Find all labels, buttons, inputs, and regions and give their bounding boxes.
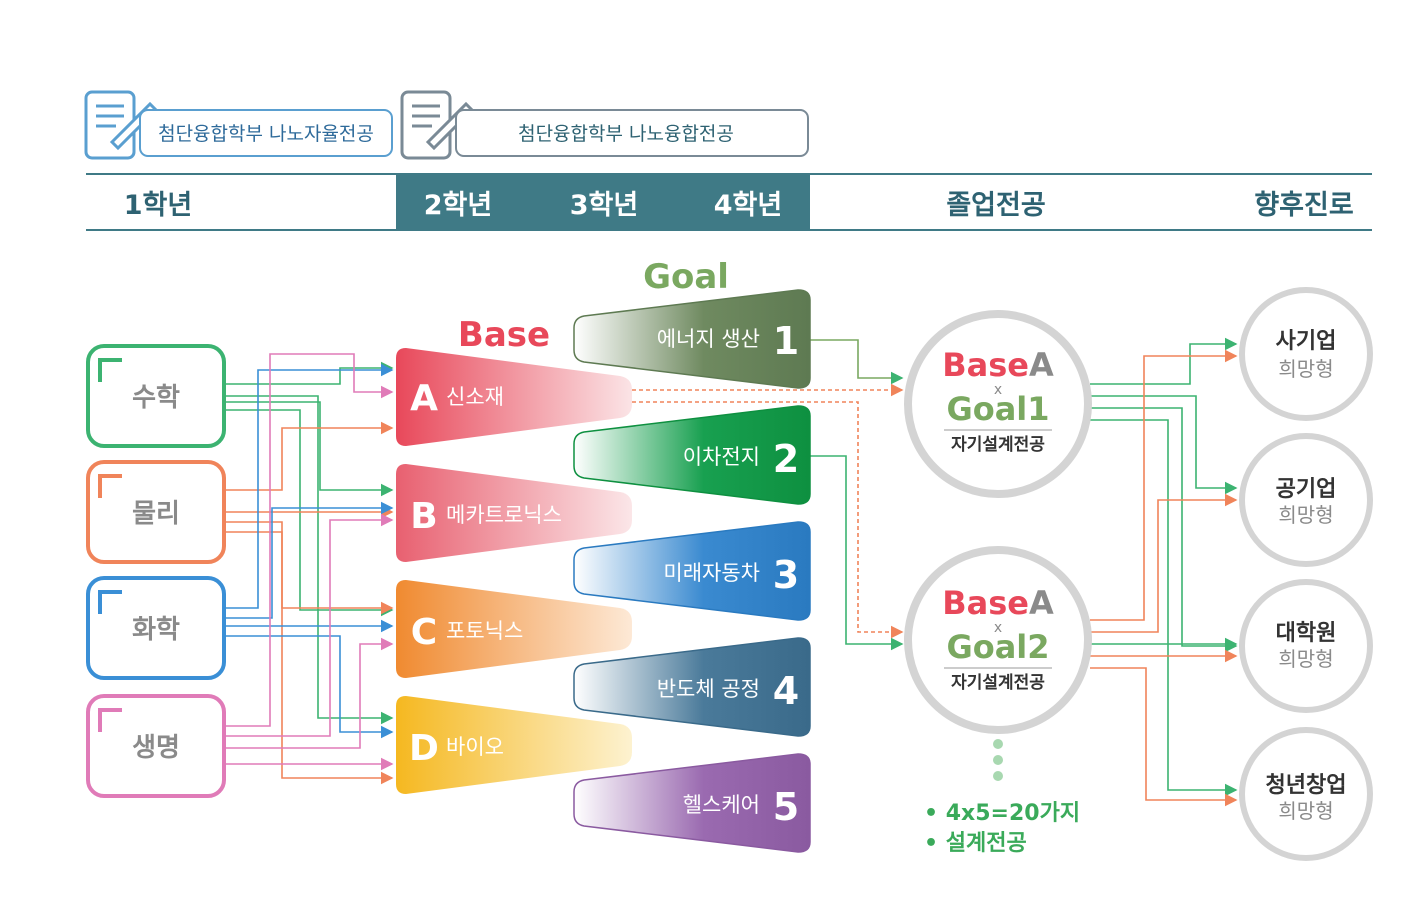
career-sub-4: 희망형 — [1278, 799, 1333, 823]
major-caption-2: 자기설계전공 — [951, 673, 1045, 693]
major-goal-word-1: Goal — [946, 390, 1027, 428]
goal-label-3: 미래자동차 — [663, 561, 760, 585]
scroll-banner-1 — [139, 109, 393, 157]
major-goal-number-1: 1 — [1027, 390, 1049, 428]
goal-number-4: 4 — [773, 669, 799, 713]
svg-text:Goal2: Goal2 — [946, 628, 1049, 666]
major-base-word-2: Base — [942, 584, 1029, 622]
goal-number-3: 3 — [773, 553, 799, 597]
goal-item-1: 에너지 생산 1 — [573, 289, 811, 389]
subject-chemistry: 화학 — [86, 576, 226, 680]
base-letter-c: C — [411, 612, 437, 653]
col-major: 졸업전공 — [946, 190, 1045, 221]
goal-label-5: 헬스케어 — [683, 793, 760, 817]
subject-label-chemistry: 화학 — [132, 615, 180, 645]
career-connectors — [1090, 337, 1238, 807]
note-line-2: • 설계전공 — [924, 831, 1027, 856]
major-circle-1: BaseA x Goal1 자기설계전공 — [904, 310, 1092, 498]
major-circle-2: BaseA x Goal2 자기설계전공 — [904, 546, 1092, 734]
major-goal-word-2: Goal — [946, 628, 1027, 666]
col-year2: 2학년 — [424, 190, 492, 221]
base-label-d: 바이오 — [446, 735, 504, 759]
subject-label-physics: 물리 — [132, 499, 180, 529]
subject-connectors — [226, 353, 394, 785]
note-line-1: • 4x5=20가지 — [924, 801, 1080, 826]
career-title-3: 대학원 — [1276, 621, 1337, 646]
base-label-a: 신소재 — [446, 385, 504, 409]
major-base-word-1: Base — [942, 346, 1029, 384]
goal-label-2: 이차전지 — [683, 445, 760, 469]
goal-number-5: 5 — [773, 785, 799, 829]
career-title-4: 청년창업 — [1266, 773, 1347, 798]
subject-physics: 물리 — [86, 460, 226, 564]
goal-label-1: 에너지 생산 — [657, 327, 760, 351]
goal-item-5: 헬스케어 5 — [573, 753, 811, 853]
major-x-2: x — [994, 620, 1002, 636]
base-letter-b: B — [410, 496, 437, 537]
career-sub-2: 희망형 — [1278, 503, 1333, 527]
goal-item-4: 반도체 공정 4 — [573, 637, 811, 737]
col-career: 향후진로 — [1254, 190, 1353, 221]
svg-text:BaseA: BaseA — [942, 346, 1054, 384]
career-sub-3: 희망형 — [1278, 647, 1333, 671]
goal-label-4: 반도체 공정 — [657, 677, 760, 701]
career-title-1: 사기업 — [1276, 329, 1337, 354]
career-circle-4: 청년창업 희망형 — [1239, 727, 1373, 861]
goal-item-2: 이차전지 2 — [573, 405, 811, 505]
career-sub-1: 희망형 — [1278, 357, 1333, 381]
major-x-1: x — [994, 382, 1002, 398]
base-item-b: B 메카트로닉스 — [396, 464, 632, 562]
subject-label-biology: 생명 — [132, 733, 180, 763]
base-item-a: A 신소재 — [396, 348, 632, 446]
subject-label-math: 수학 — [132, 383, 180, 413]
major-caption-1: 자기설계전공 — [951, 435, 1045, 455]
svg-text:Goal1: Goal1 — [946, 390, 1049, 428]
base-label-b: 메카트로닉스 — [446, 503, 562, 527]
major-goal-number-2: 2 — [1027, 628, 1049, 666]
col-year1: 1학년 — [124, 190, 192, 221]
subject-biology: 생명 — [86, 694, 226, 798]
continuation-dots — [993, 739, 1003, 781]
career-circle-3: 대학원 희망형 — [1239, 579, 1373, 713]
col-year3: 3학년 — [570, 190, 638, 221]
base-item-d: D 바이오 — [396, 696, 632, 794]
col-year4: 4학년 — [714, 190, 782, 221]
svg-text:BaseA: BaseA — [942, 584, 1054, 622]
scroll-label-1: 첨단융합학부 나노자율전공 — [158, 123, 374, 145]
header-band — [396, 174, 810, 230]
base-label-c: 포토닉스 — [446, 619, 523, 643]
goal-item-3: 미래자동차 3 — [573, 521, 811, 621]
goal-number-2: 2 — [773, 437, 799, 481]
career-title-2: 공기업 — [1276, 477, 1337, 502]
career-circle-2: 공기업 희망형 — [1239, 433, 1373, 567]
subject-math: 수학 — [86, 344, 226, 448]
career-circle-1: 사기업 희망형 — [1239, 287, 1373, 421]
base-letter-a: A — [410, 378, 438, 419]
goal-number-1: 1 — [773, 319, 799, 363]
goal-connectors — [632, 339, 904, 651]
major-base-letter-2: A — [1029, 584, 1054, 622]
goal-title: Goal — [643, 257, 729, 297]
base-item-c: C 포토닉스 — [396, 580, 632, 678]
base-title: Base — [458, 315, 550, 355]
base-letter-d: D — [409, 728, 439, 769]
scroll-label-2: 첨단융합학부 나노융합전공 — [518, 123, 734, 145]
major-base-letter-1: A — [1029, 346, 1054, 384]
scroll-banner-2 — [455, 109, 809, 157]
